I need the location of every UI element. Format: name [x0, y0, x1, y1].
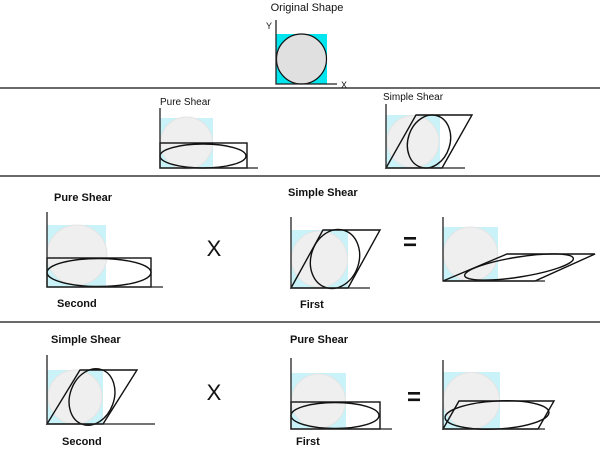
multiply-operator: X	[207, 380, 222, 405]
original-circle	[275, 33, 328, 85]
row2-mid-label: Simple Shear	[288, 187, 358, 199]
original-axes	[275, 20, 337, 85]
original-shape: Original Shape Y X	[266, 2, 347, 90]
row3-pure-shear: Pure Shear First	[290, 334, 392, 448]
row2-left-caption: Second	[57, 298, 97, 310]
row3-mid-label: Pure Shear	[290, 334, 349, 346]
row2-simple-shear: Simple Shear First	[288, 187, 382, 311]
row1-pure-shear: Pure Shear	[159, 97, 258, 170]
row2-mid-caption: First	[300, 299, 324, 311]
row3-mid-caption: First	[296, 436, 320, 448]
row3-simple-shear: Simple Shear Second	[45, 334, 155, 448]
row2-result	[442, 217, 596, 282]
row2-pure-shear: Pure Shear Second	[46, 192, 163, 310]
row1-simple-label: Simple Shear	[383, 92, 444, 103]
equals-operator: =	[407, 384, 421, 411]
original-title: Original Shape	[271, 2, 344, 14]
row1-pure-label: Pure Shear	[160, 97, 211, 108]
y-axis-label: Y	[266, 21, 272, 31]
row1-simple-shear: Simple Shear	[383, 92, 474, 169]
equals-operator: =	[403, 229, 417, 256]
row3-result	[441, 360, 556, 430]
row3-left-caption: Second	[62, 436, 102, 448]
row3-left-label: Simple Shear	[51, 334, 121, 346]
multiply-operator: X	[207, 236, 222, 261]
row2-left-label: Pure Shear	[54, 192, 113, 204]
x-axis-label: X	[341, 80, 347, 90]
